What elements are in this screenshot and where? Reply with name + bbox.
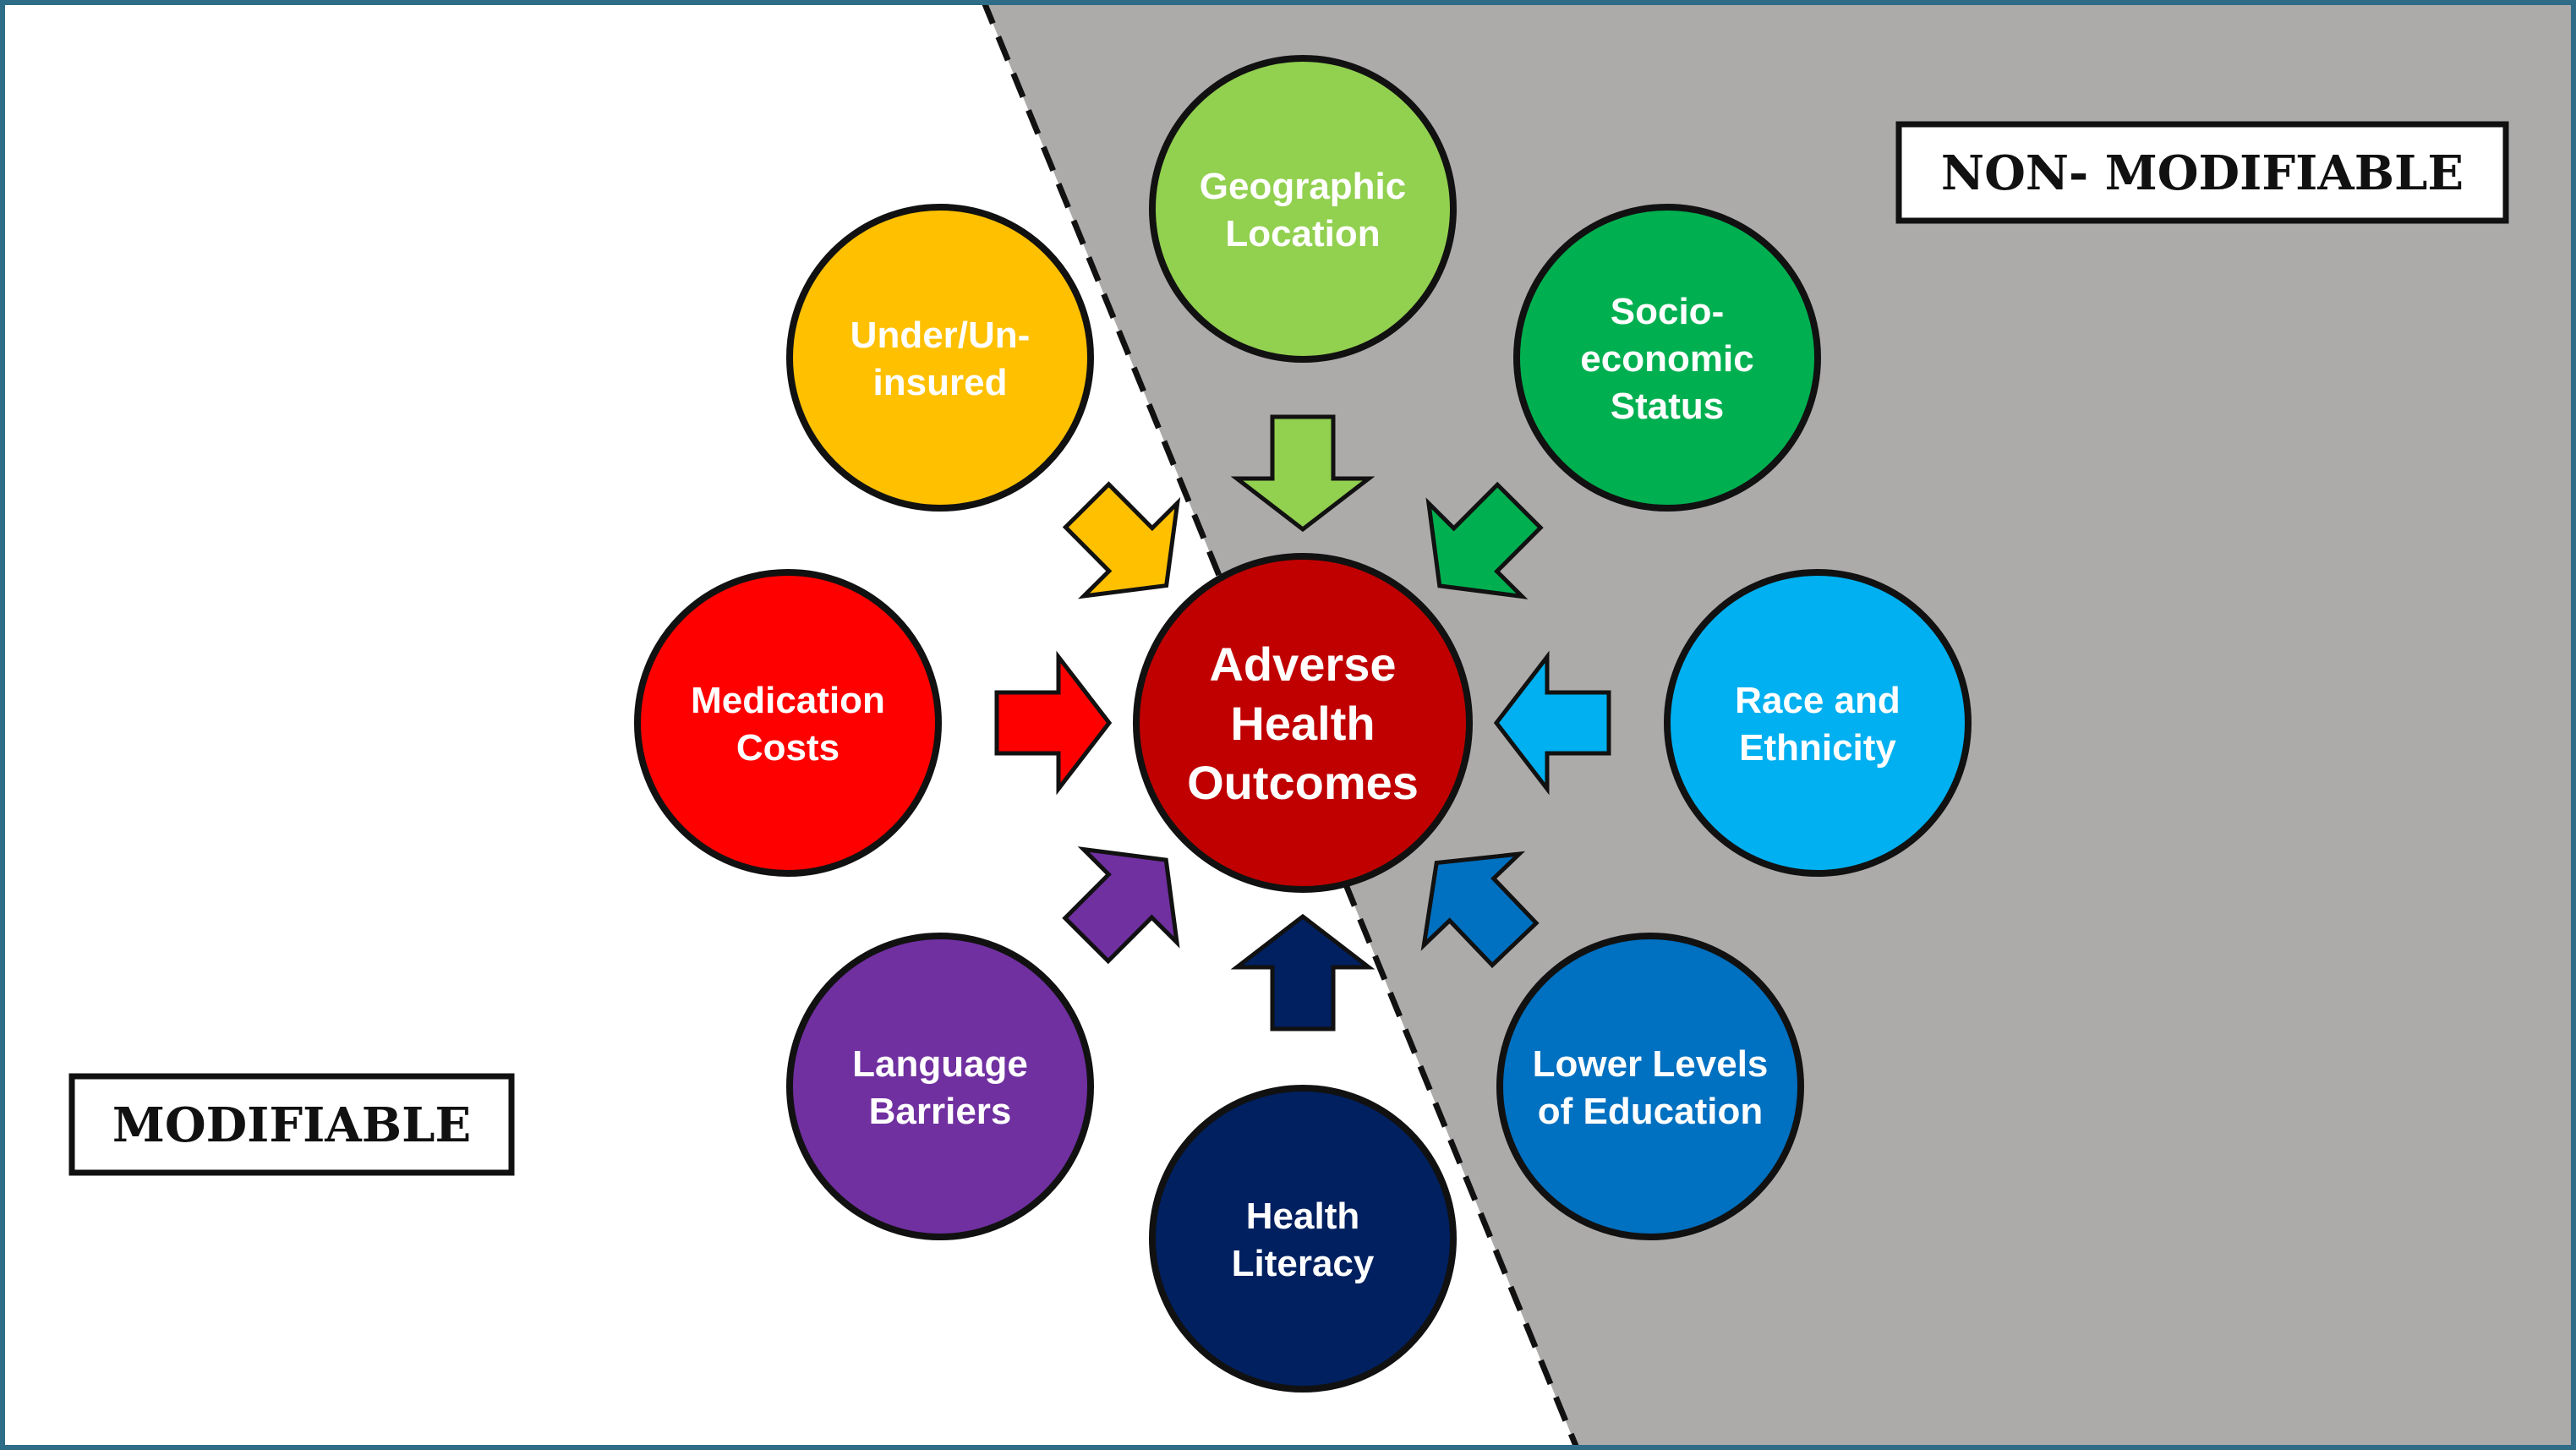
health-literacy-circle	[1149, 1085, 1457, 1393]
lower-levels-of-education-node: Lower Levels of Education	[1496, 933, 1804, 1240]
under-uninsured-node: Under/Un-insured	[786, 204, 1094, 512]
language-barriers-circle	[786, 933, 1094, 1240]
geographic-location-label-line: Geographic	[1200, 166, 1407, 207]
non-modifiable-label: NON- MODIFIABLE	[1895, 121, 2509, 224]
language-barriers-label-line: Barriers	[869, 1091, 1012, 1132]
medication-costs-label-line: Medication	[691, 680, 885, 721]
center-label-line: Adverse	[1209, 637, 1396, 691]
under-uninsured-label-line: Under/Un-	[850, 315, 1031, 356]
medication-costs-label-line: Costs	[736, 727, 840, 769]
modifiable-label: MODIFIABLE	[68, 1073, 515, 1176]
center-label-line: Health	[1230, 697, 1375, 750]
under-uninsured-label-line: insured	[873, 362, 1008, 403]
center-circle	[1133, 553, 1473, 893]
health-literacy-arrow	[1230, 913, 1376, 1031]
medication-costs-circle	[634, 569, 942, 877]
language-barriers-arrow	[1062, 846, 1180, 965]
race-and-ethnicity-arrow	[1493, 650, 1611, 796]
socioeconomic-status-circle	[1513, 204, 1821, 512]
health-literacy-label-line: Literacy	[1232, 1243, 1375, 1284]
language-barriers-label-line: Language	[852, 1043, 1028, 1085]
socioeconomic-status-label-line: economic	[1580, 338, 1753, 380]
non-modifiable-label-text: NON- MODIFIABLE	[1941, 145, 2464, 201]
medication-costs-arrow	[994, 650, 1113, 796]
geographic-location-arrow	[1230, 414, 1376, 533]
race-and-ethnicity-label-line: Ethnicity	[1739, 727, 1896, 769]
lower-levels-of-education-label-line: Lower Levels	[1533, 1043, 1769, 1085]
socioeconomic-status-arrow	[1425, 481, 1544, 599]
socioeconomic-status-label-line: Socio-	[1611, 291, 1724, 332]
race-and-ethnicity-circle	[1664, 569, 1972, 877]
node-layer: GeographicLocationSocio-economicStatusRa…	[634, 55, 1972, 1393]
center-label-line: Outcomes	[1187, 756, 1419, 809]
geographic-location-label-line: Location	[1225, 213, 1380, 254]
lower-levels-of-education-label-line: of Education	[1538, 1091, 1763, 1132]
arrow-layer	[994, 414, 1611, 1031]
modifiable-label-box	[68, 1073, 515, 1176]
under-uninsured-circle	[786, 204, 1094, 512]
health-literacy-label-line: Health	[1246, 1196, 1359, 1237]
lower-levels-of-education-circle	[1496, 933, 1804, 1240]
lower-levels-of-education-arrow	[1420, 851, 1540, 969]
geographic-location-circle	[1149, 55, 1457, 363]
socioeconomic-status-label-line: Status	[1611, 386, 1724, 427]
zone-label-layer: NON- MODIFIABLE MODIFIABLE	[68, 121, 2509, 1176]
race-and-ethnicity-label-line: Race and	[1735, 680, 1901, 721]
under-uninsured-arrow	[1062, 481, 1181, 599]
non-modifiable-label-box	[1895, 121, 2509, 224]
modifiable-label-text: MODIFIABLE	[112, 1097, 471, 1153]
zone-divider-line	[980, 0, 1581, 1450]
